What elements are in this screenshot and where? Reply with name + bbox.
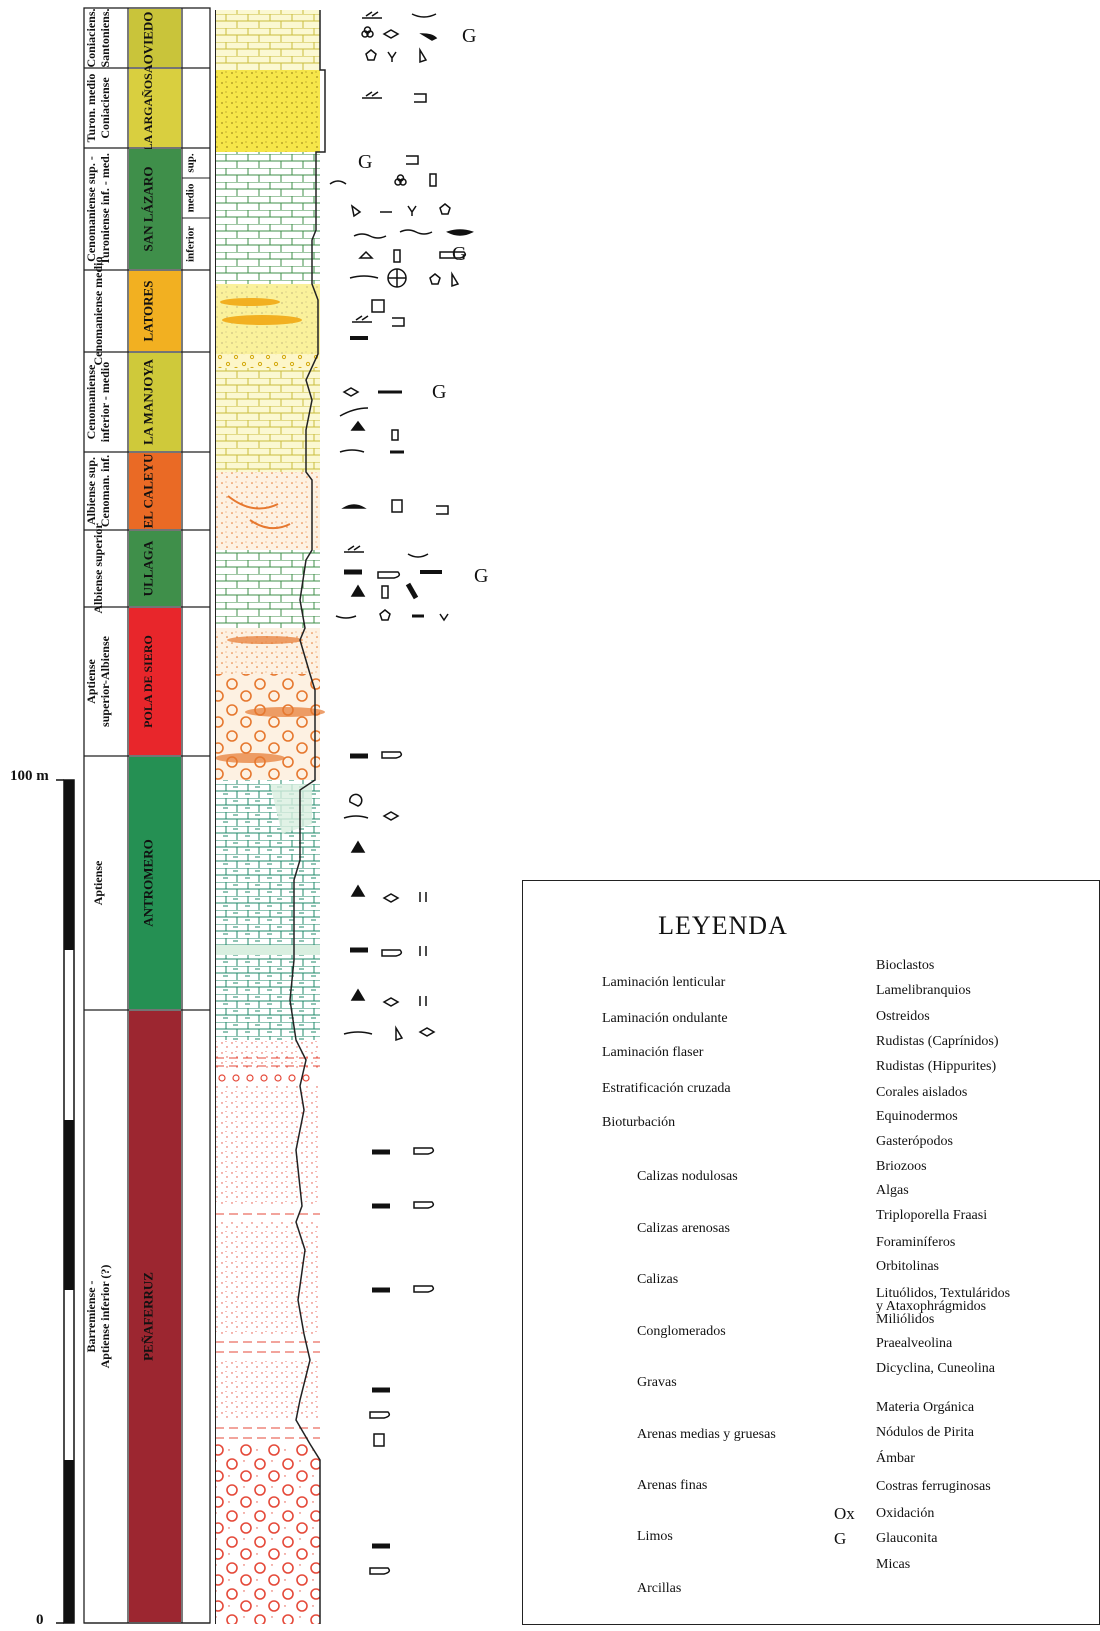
formation-band [129, 69, 181, 147]
legend-lithology-calizas: Calizas [637, 1272, 679, 1287]
svg-text:Aptiense inferior (?): Aptiense inferior (?) [98, 1265, 112, 1369]
svg-text:LA MANJOYA: LA MANJOYA [140, 358, 155, 444]
legend-structure-flaser: Laminación flaser [602, 1045, 704, 1060]
legend-component-foraminifera: Foraminíferos [876, 1235, 956, 1250]
svg-text:sup.: sup. [185, 153, 197, 173]
legend-lithology-conglomerados: Conglomerados [637, 1324, 726, 1339]
svg-text:Albiense superior: Albiense superior [91, 523, 105, 614]
svg-text:SAN LÁZARO: SAN LÁZARO [140, 167, 155, 252]
formation-band [129, 1011, 181, 1622]
legend-component-ox: Oxidación [876, 1506, 935, 1521]
legend-component-triploporella: Triploporella Fraasi [876, 1208, 988, 1223]
legend-component-echinoderm: Equinodermos [876, 1109, 958, 1124]
legend-lithology-calizas-nodulosas: Calizas nodulosas [637, 1169, 738, 1184]
svg-text:PEÑAFERRUZ: PEÑAFERRUZ [140, 1272, 155, 1361]
svg-text:superior-Albiense: superior-Albiense [98, 635, 112, 727]
formation-band [129, 757, 181, 1009]
svg-text:Santoniens.: Santoniens. [98, 8, 112, 67]
svg-text:medio: medio [185, 183, 197, 212]
legend-component-bryozoan: Briozoos [876, 1159, 927, 1174]
formation-band [129, 453, 181, 529]
svg-text:Cenomaniense: Cenomaniense [84, 364, 98, 439]
formation-band [129, 9, 181, 67]
svg-text:Albiense sup.: Albiense sup. [84, 457, 98, 525]
glauconite-symbol: G [834, 1529, 847, 1548]
svg-text:Cenomaniense medio: Cenomaniense medio [91, 257, 105, 366]
svg-text:EL CALEYU: EL CALEYU [140, 453, 155, 528]
scale-bar [56, 779, 75, 1624]
scale-top-label: 100 m [10, 768, 49, 784]
fossil-symbols [329, 11, 474, 1575]
legend-component-algae: Algas [876, 1183, 909, 1198]
legend-structure-bioturbation: Bioturbación [602, 1115, 676, 1130]
svg-text:Barremiense -: Barremiense - [84, 1280, 98, 1352]
legend-component-mica: Micas [876, 1557, 911, 1572]
legend-component-organic: Materia Orgánica [876, 1400, 975, 1415]
svg-text:Cenoman. inf.: Cenoman. inf. [98, 455, 112, 527]
legend-component-praealveolina: Praealveolina [876, 1336, 953, 1351]
svg-text:Coniaciense: Coniaciense [98, 77, 112, 139]
legend-lithology-arenas-gruesas: Arenas medias y gruesas [637, 1427, 776, 1442]
legend-structure-wavy: Laminación ondulante [602, 1011, 728, 1026]
legend-component-lituolid: Lituólidos, Textuláridos y Ataxophrágmid… [876, 1286, 1011, 1314]
svg-text:POLA DE SIERO: POLA DE SIERO [141, 635, 155, 728]
legend-component-miliolid: Miliólidos [876, 1312, 935, 1327]
legend-component-orbitolina: Orbitolinas [876, 1259, 939, 1274]
legend-lithology-arcillas: Arcillas [637, 1581, 682, 1596]
svg-text:OVIEDO: OVIEDO [140, 12, 155, 65]
svg-text:LATORES: LATORES [140, 281, 155, 342]
formation-band [129, 608, 181, 755]
legend-lithology-limos: Limos [637, 1529, 673, 1544]
legend-lithology-arenas-finas: Arenas finas [637, 1478, 708, 1493]
svg-text:inferior - medio: inferior - medio [98, 362, 112, 442]
svg-text:ANTROMERO: ANTROMERO [140, 839, 155, 926]
legend-lithology-calizas-arenosas: Calizas arenosas [637, 1221, 730, 1236]
legend-component-dicyclina: Dicyclina, Cuneolina [876, 1361, 995, 1376]
legend-component-iron-crust: Costras ferruginosas [876, 1479, 991, 1494]
legend-structure-lenticular: Laminación lenticular [602, 975, 726, 990]
legend-structure-cross-bed: Estratificación cruzada [602, 1081, 731, 1096]
svg-text:Aptiense: Aptiense [91, 860, 105, 905]
legend-component-gastropod: Gasterópodos [876, 1134, 953, 1149]
formation-band [129, 271, 181, 351]
legend-component-pyrite: Nódulos de Pirita [876, 1425, 974, 1440]
legend-component-caprinid: Rudistas (Caprínidos) [876, 1034, 999, 1049]
formation-band [129, 531, 181, 606]
glauconite-mark: G [462, 25, 476, 47]
glauconite-mark: G [474, 565, 488, 587]
svg-text:inferior: inferior [185, 226, 197, 262]
glauconite-mark: G [358, 151, 372, 173]
glauconite-marks: G G G G G [358, 25, 488, 587]
svg-text:Turoniense inf. - med.: Turoniense inf. - med. [98, 153, 112, 265]
svg-text:Cenomaniense sup. -: Cenomaniense sup. - [84, 156, 98, 262]
unit-rows: Coniaciens.Santoniens. OVIEDO Turon. medio… [84, 8, 210, 1624]
svg-text:Aptiense: Aptiense [84, 658, 98, 703]
svg-text:LA ARGAÑOSA: LA ARGAÑOSA [141, 64, 155, 151]
svg-text:ULLAGA: ULLAGA [140, 540, 155, 596]
scale-bottom-label: 0 [36, 1612, 44, 1628]
legend-component-lamellibranch: Lamelibranquios [876, 983, 971, 998]
legend-component-hippurite: Rudistas (Hippurites) [876, 1059, 997, 1074]
legend-component-oyster: Ostreidos [876, 1009, 930, 1024]
glauconite-mark: G [432, 381, 446, 403]
legend-component-amber: Ámbar [876, 1451, 915, 1466]
formation-band [129, 149, 181, 269]
legend-component-glauconite: Glauconita [876, 1531, 938, 1546]
glauconite-mark: G [452, 243, 466, 265]
legend-title: LEYENDA [658, 911, 788, 940]
lithology-column [215, 10, 326, 1624]
legend-component-coral: Corales aislados [876, 1085, 968, 1100]
formation-band [129, 353, 181, 451]
svg-text:Coniaciens.: Coniaciens. [84, 8, 98, 67]
svg-text:Turon. medio: Turon. medio [84, 74, 98, 143]
ox-symbol: Ox [834, 1504, 855, 1523]
legend-component-bioclast: Bioclastos [876, 958, 935, 973]
legend-lithology-gravas: Gravas [637, 1375, 677, 1390]
